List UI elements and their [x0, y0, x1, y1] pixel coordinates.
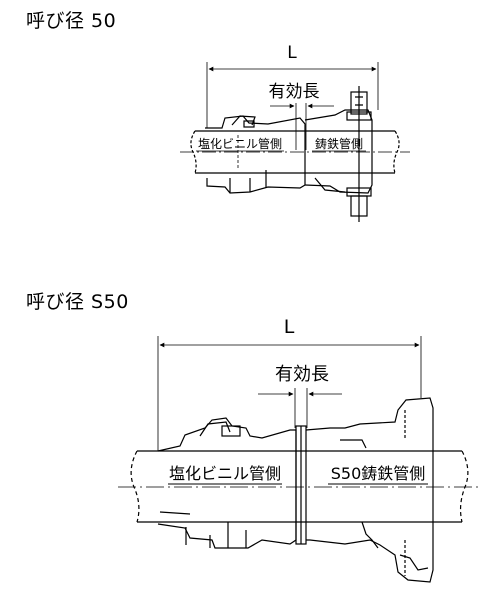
bottom-cast-iron-side-label: S50鋳鉄管側	[331, 464, 426, 483]
top-pvc-side-label: 塩化ビニル管側	[198, 136, 282, 151]
heading-size-50: 呼び径 50	[26, 10, 117, 32]
heading-size-s50: 呼び径 S50	[26, 291, 129, 313]
top-dimension-l: L	[287, 43, 297, 63]
bottom-pvc-side-label: 塩化ビニル管側	[169, 464, 281, 483]
coupling-drawing-bottom	[118, 336, 480, 583]
bottom-dimension-l: L	[284, 316, 295, 338]
coupling-drawing-top	[180, 62, 410, 222]
bottom-effective-length-label: 有効長	[275, 364, 329, 385]
top-cast-iron-side-label: 鋳鉄管側	[315, 136, 363, 151]
top-effective-length-label: 有効長	[269, 82, 320, 102]
